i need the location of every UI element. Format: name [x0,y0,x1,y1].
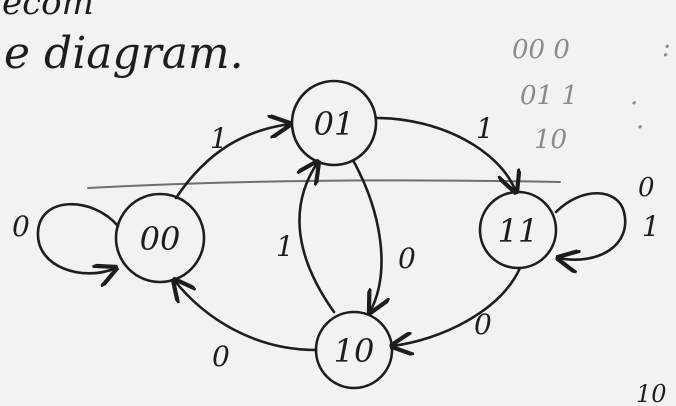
corner-text: 10 [636,380,667,406]
transition-11-10 [392,266,522,346]
transition-00-self [36,202,118,273]
transition-label: 0 [12,210,30,243]
side-note: 01 1 [520,81,578,111]
transition-label: 0 [398,242,416,275]
state-label: 00 [140,220,181,258]
state-00: 00 [114,192,206,284]
heading-top-fragment: ecom [2,0,94,23]
state-label: 01 [314,105,355,143]
transition-label: 1 [642,210,660,243]
side-note: 10 [534,125,567,155]
side-note: 0 [638,173,655,203]
transition-10-01 [299,162,336,314]
state-label: 11 [498,212,539,250]
transition-00-01 [174,124,290,200]
side-note-mark: . [636,105,644,135]
transition-label: 0 [474,308,492,341]
transition-label: 1 [276,230,294,263]
transition-10-00 [174,280,318,352]
state-11: 11 [478,190,558,270]
bleed-through-line [87,179,561,189]
side-note-mark: . [630,81,638,111]
side-note: 00 0 [512,35,570,65]
transition-01-10 [352,160,381,312]
transition-01-11 [374,116,516,192]
state-01: 01 [290,79,378,167]
transition-label: 1 [476,112,494,145]
transition-11-self [556,191,627,259]
heading-text: e diagram. [4,28,244,79]
state-label: 10 [334,332,375,370]
side-note-mark: : [662,33,671,63]
transition-label: 0 [212,340,230,373]
transition-label: 1 [210,122,228,155]
state-10: 10 [314,310,394,390]
